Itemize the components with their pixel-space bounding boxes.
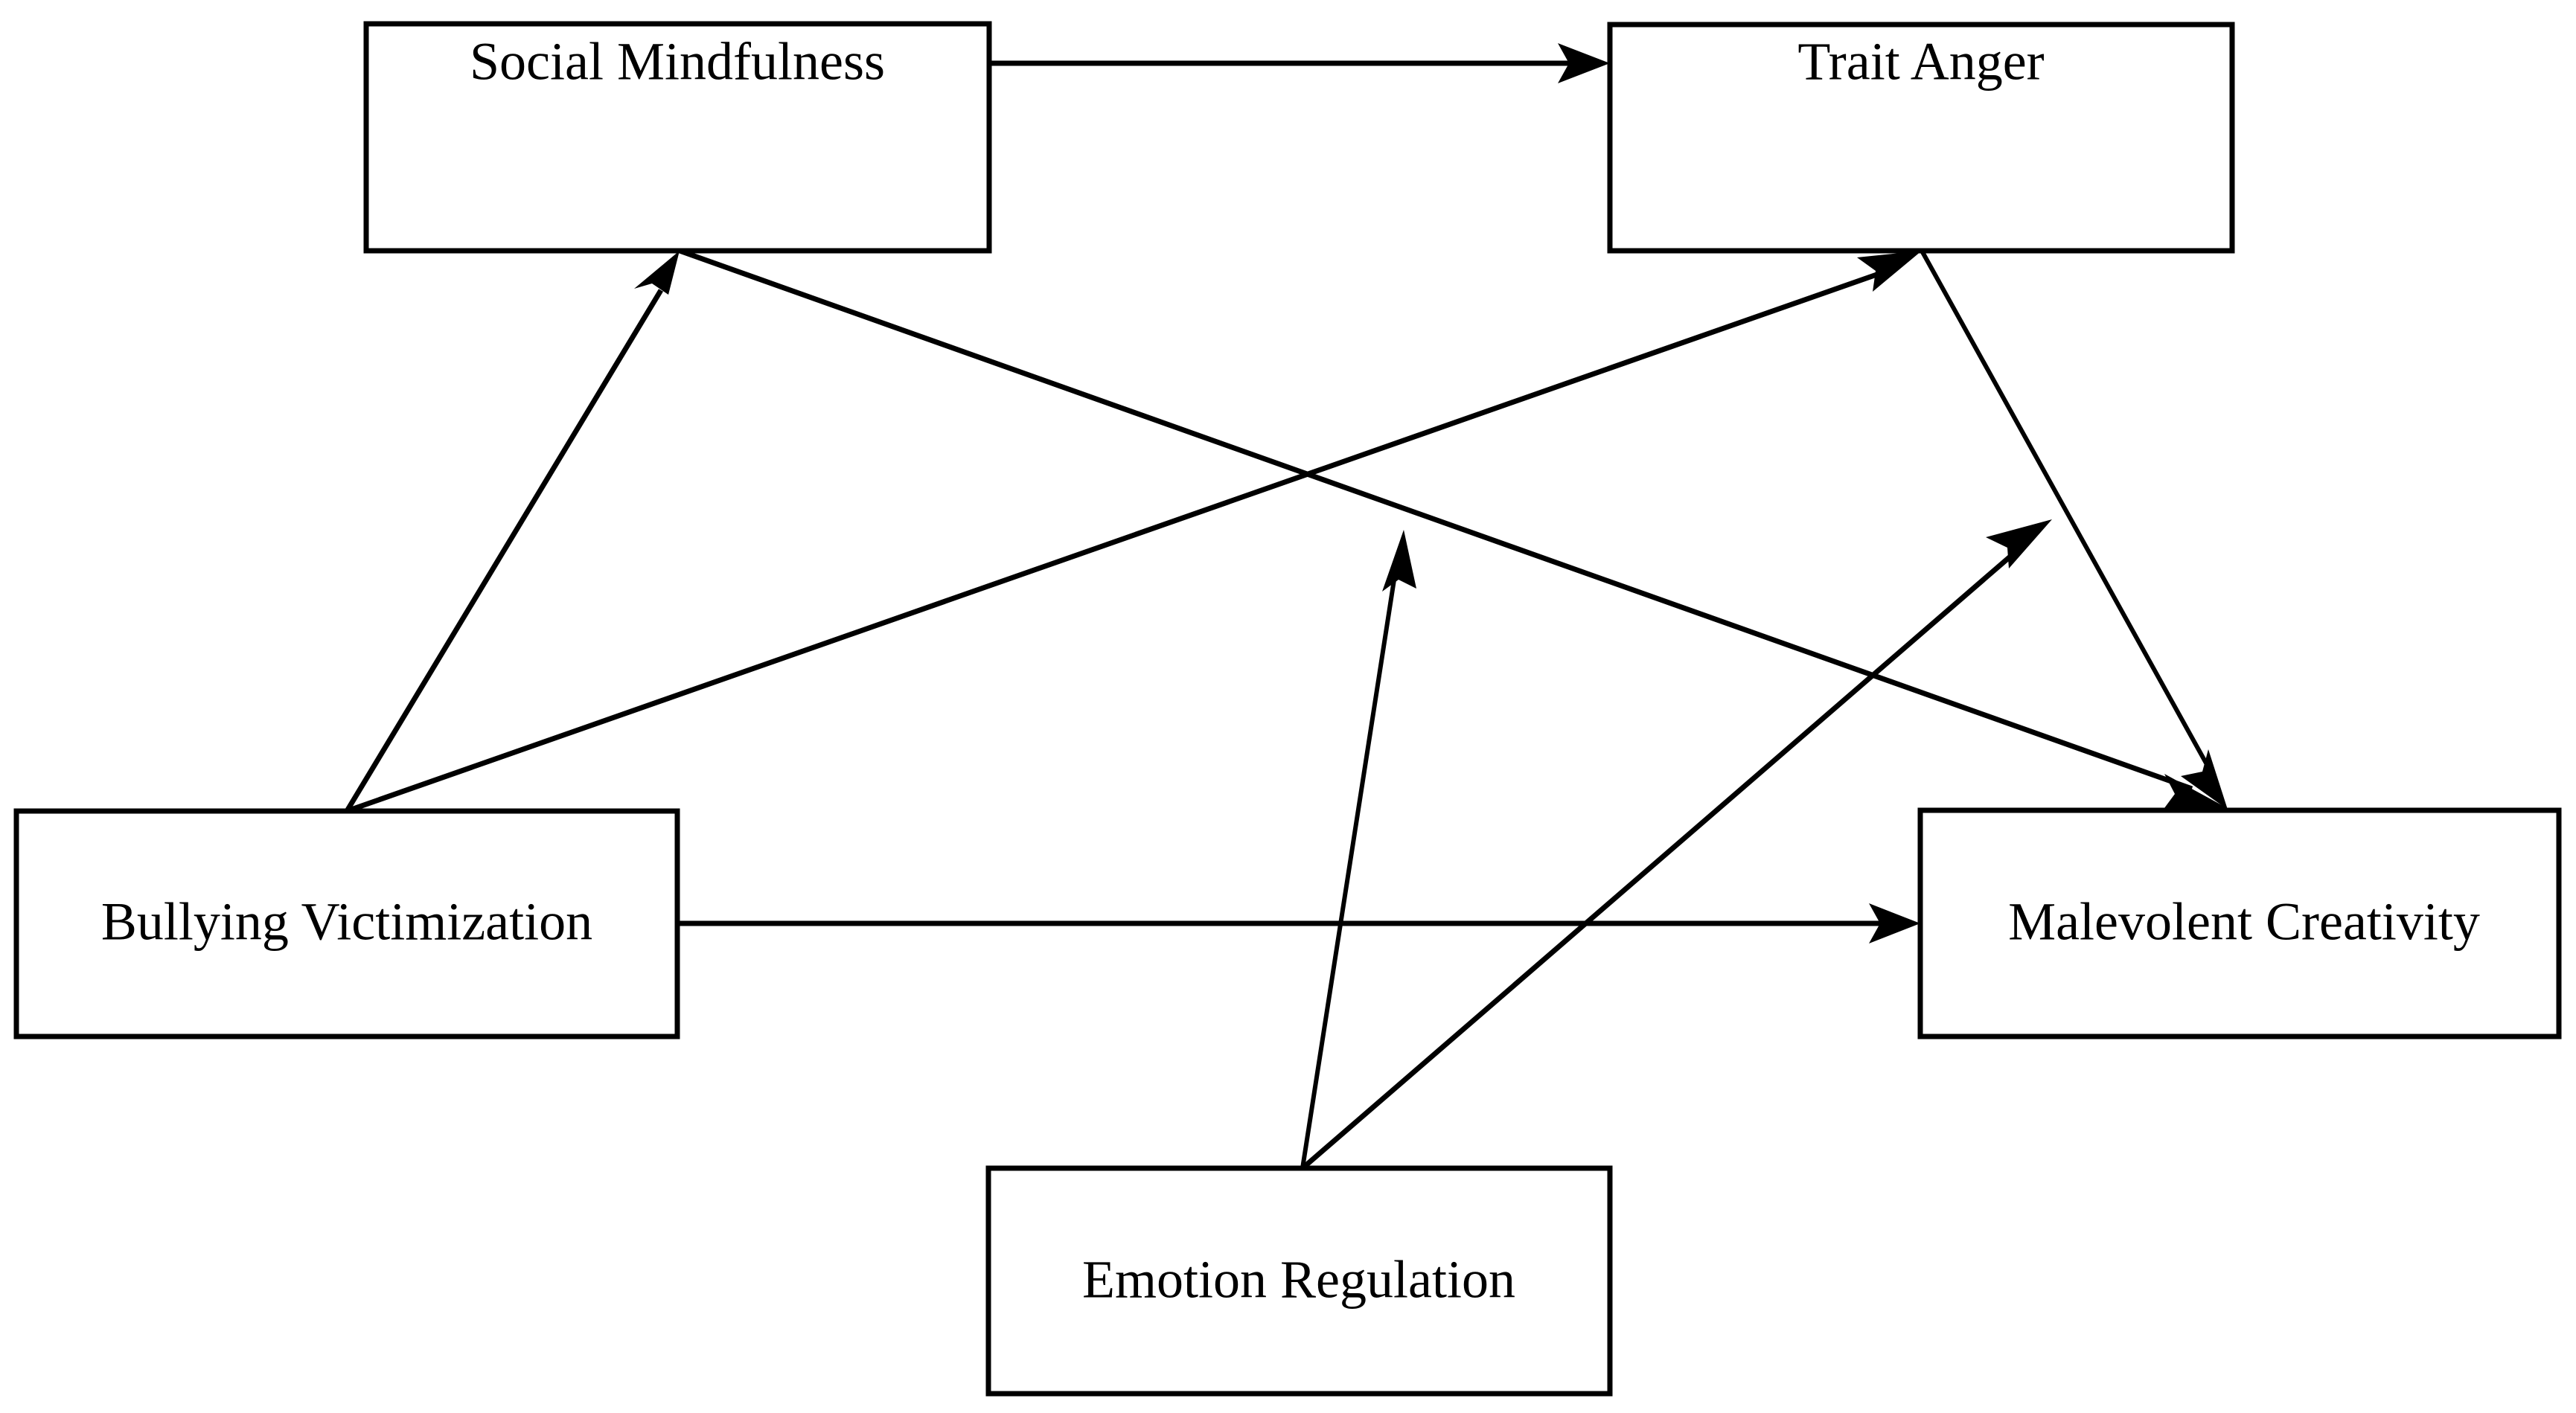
edges-layer [345, 43, 2230, 1170]
edge-emotion-regulation-moderation-left [1300, 530, 1416, 1169]
node-box[interactable] [1917, 807, 2562, 1039]
edge-line [345, 289, 663, 813]
node-label-emotion-regulation: Emotion Regulation [1082, 1250, 1515, 1310]
edge-line [1300, 548, 2019, 1170]
arrow-head-icon [1869, 903, 1920, 943]
node-box[interactable] [985, 1165, 1613, 1397]
node-label-trait-anger: Trait Anger [1797, 32, 2044, 92]
edge-line [678, 248, 2193, 792]
edge-line [345, 269, 1885, 814]
arrow-head-icon [1986, 519, 2052, 568]
edge-line [1300, 565, 1399, 1169]
node-trait-anger[interactable]: Trait Anger [1607, 22, 2235, 254]
node-social-mindfulness[interactable]: Social Mindfulness [363, 21, 992, 254]
arrow-head-icon [1857, 251, 1922, 292]
arrow-head-icon [1558, 43, 1610, 83]
node-box[interactable] [363, 21, 992, 254]
node-label-social-mindfulness: Social Mindfulness [470, 32, 885, 92]
node-emotion-regulation[interactable]: Emotion Regulation [985, 1165, 1613, 1397]
arrow-head-icon [1382, 530, 1416, 592]
edge-trait-anger-to-malevolent-creativity [1920, 249, 2228, 810]
edge-line [1920, 249, 2214, 775]
nodes-layer: Social Mindfulness Trait Anger Bullying … [13, 21, 2562, 1397]
edge-bullying-victimization-to-social-mindfulness [345, 251, 680, 813]
node-bullying-victimization[interactable]: Bullying Victimization [13, 808, 680, 1039]
edge-social-mindfulness-to-malevolent-creativity [678, 248, 2230, 811]
edge-emotion-regulation-moderation-right [1300, 519, 2052, 1170]
node-label-bullying-victimization: Bullying Victimization [101, 892, 592, 952]
node-label-malevolent-creativity: Malevolent Creativity [2008, 892, 2480, 952]
arrow-head-icon [634, 251, 680, 295]
arrow-head-icon [2181, 749, 2228, 810]
arrow-head-icon [2162, 774, 2230, 811]
node-box[interactable] [13, 808, 680, 1039]
node-malevolent-creativity[interactable]: Malevolent Creativity [1917, 807, 2562, 1039]
node-box[interactable] [1607, 22, 2235, 254]
edge-bullying-victimization-to-malevolent-creativity [677, 903, 1920, 943]
edge-bullying-victimization-to-trait-anger [345, 251, 1922, 814]
edge-social-mindfulness-to-trait-anger [989, 43, 1610, 83]
